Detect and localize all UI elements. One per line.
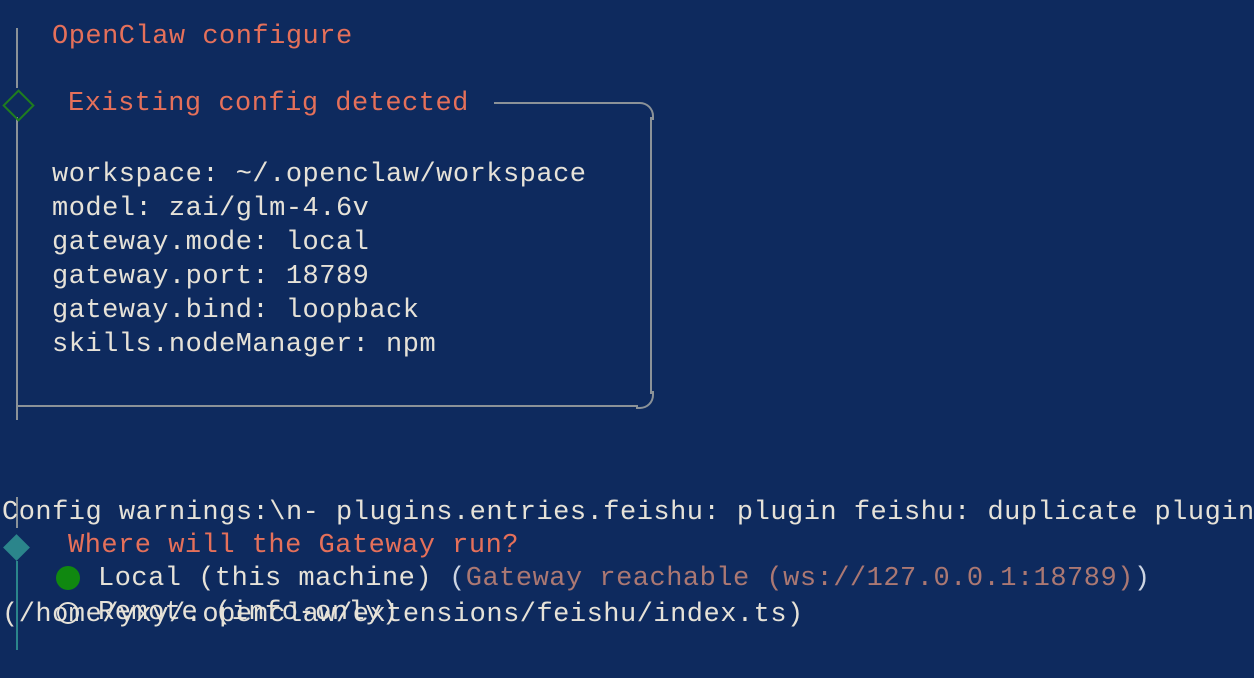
panel-border-right	[650, 117, 652, 394]
gateway-option[interactable]: Local (this machine) (Gateway reachable (…	[56, 562, 1151, 596]
gateway-option[interactable]: Remote (info-only)	[56, 596, 1151, 630]
config-entry: model: zai/glm-4.6v	[52, 194, 370, 224]
config-entry: gateway.bind: loopback	[52, 296, 420, 326]
radio-selected-icon[interactable]	[56, 566, 80, 590]
rail-segment-top	[16, 28, 18, 88]
hint-close-paren: )	[1133, 564, 1151, 594]
config-entry: workspace: ~/.openclaw/workspace	[52, 160, 587, 190]
warning-line: (/home/yxy/.openclaw/extensions/feishu/i…	[2, 600, 804, 630]
option-hint: (Gateway reachable (ws://127.0.0.1:18789…	[449, 564, 1151, 594]
prompt-question: Where will the Gateway run?	[68, 531, 519, 561]
panel-border-corner-br	[636, 391, 654, 409]
config-panel-heading: Existing config detected	[68, 89, 469, 119]
panel-border-top	[494, 102, 638, 104]
rail-segment-panel	[16, 117, 18, 420]
radio-unselected-icon[interactable]	[57, 602, 79, 624]
config-warnings: Config warnings:\n- plugins.entries.feis…	[2, 428, 1254, 678]
option-label: Local (this machine)	[98, 564, 433, 594]
config-entry: gateway.mode: local	[52, 228, 370, 258]
rail-segment-prompt	[16, 561, 18, 650]
gateway-options: Local (this machine) (Gateway reachable (…	[56, 562, 1151, 630]
rail-segment-warnings	[16, 497, 18, 528]
warning-line: Config warnings:\n- plugins.entries.feis…	[2, 498, 1254, 528]
option-label: Remote (info-only)	[98, 598, 399, 628]
hint-open-paren: (	[449, 564, 466, 594]
step-diamond-icon	[2, 89, 35, 122]
page-title: OpenClaw configure	[52, 22, 353, 52]
config-entries: workspace: ~/.openclaw/workspace model: z…	[52, 158, 586, 362]
panel-border-bottom	[17, 405, 638, 407]
panel-border-corner-tr	[636, 102, 654, 120]
hint-text: Gateway reachable (ws://127.0.0.1:18789)	[465, 564, 1134, 594]
config-entry: skills.nodeManager: npm	[52, 330, 437, 360]
config-entry: gateway.port: 18789	[52, 262, 370, 292]
